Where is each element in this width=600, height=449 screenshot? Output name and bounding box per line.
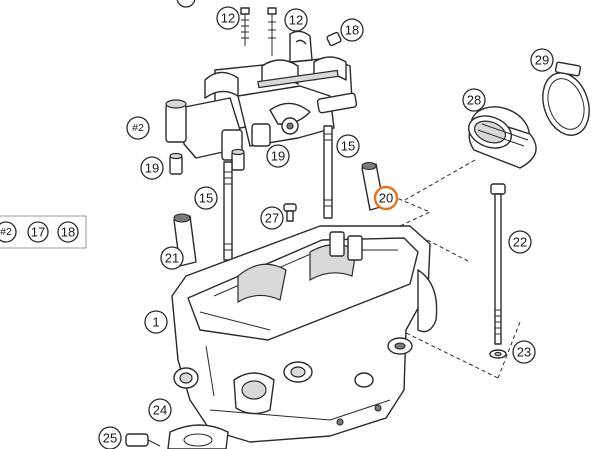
svg-text:27: 27 xyxy=(265,211,279,226)
callout-top-partial xyxy=(176,0,196,8)
callout-25[interactable]: 25 xyxy=(98,426,122,449)
callout-22[interactable]: 22 xyxy=(508,230,532,254)
callout-20[interactable]: 20 xyxy=(373,185,399,211)
callout-15a[interactable]: 15 xyxy=(336,134,360,158)
dowel-sleeves xyxy=(169,148,245,175)
svg-text:19: 19 xyxy=(271,149,285,164)
callout-21[interactable]: 21 xyxy=(160,246,184,270)
svg-text:18: 18 xyxy=(345,23,359,38)
svg-text:28: 28 xyxy=(467,93,481,108)
svg-text:#2: #2 xyxy=(132,122,144,134)
callout-24[interactable]: 24 xyxy=(148,398,172,422)
callout-23[interactable]: 23 xyxy=(512,340,536,364)
callout-1[interactable]: 1 xyxy=(144,310,168,334)
legend-item-2: 17 xyxy=(31,225,45,240)
svg-text:20: 20 xyxy=(379,191,393,206)
svg-text:21: 21 xyxy=(165,251,179,266)
svg-text:12: 12 xyxy=(289,13,303,28)
rocker-assembly xyxy=(165,85,358,161)
svg-text:12: 12 xyxy=(221,11,235,26)
callouts: 12 12 18 29 28 #2 19 19 xyxy=(98,6,554,449)
gasket-24 xyxy=(167,424,229,449)
bolts-12 xyxy=(240,7,277,56)
svg-text:23: 23 xyxy=(517,345,531,360)
leader-lines xyxy=(391,159,521,379)
long-bolt-22 xyxy=(489,183,507,359)
svg-text:1: 1 xyxy=(152,315,159,330)
svg-text:22: 22 xyxy=(513,235,527,250)
callout-28[interactable]: 28 xyxy=(462,88,486,112)
svg-text:15: 15 xyxy=(341,139,355,154)
callout-2[interactable]: #2 xyxy=(126,116,150,140)
intake-flange-28 xyxy=(467,106,537,169)
svg-text:25: 25 xyxy=(103,431,117,446)
svg-text:19: 19 xyxy=(145,161,159,176)
callout-12b[interactable]: 12 xyxy=(284,8,308,32)
plug-18 xyxy=(326,31,342,47)
legend-item-3: 18 xyxy=(61,225,75,240)
plug-25 xyxy=(125,433,161,447)
callout-15b[interactable]: 15 xyxy=(194,186,218,210)
callout-19a[interactable]: 19 xyxy=(140,156,164,180)
legend-item-1: #2 xyxy=(0,226,12,238)
svg-text:29: 29 xyxy=(535,53,549,68)
cylinder-head xyxy=(171,225,438,443)
hose-clamp-29 xyxy=(542,61,590,136)
svg-text:24: 24 xyxy=(153,403,167,418)
callout-27[interactable]: 27 xyxy=(260,206,284,230)
legend-box: #2 17 18 xyxy=(0,215,87,249)
callout-19b[interactable]: 19 xyxy=(266,144,290,168)
callout-29[interactable]: 29 xyxy=(530,48,554,72)
callout-12a[interactable]: 12 xyxy=(216,6,240,30)
callout-18[interactable]: 18 xyxy=(340,18,364,42)
screw-27 xyxy=(283,203,297,222)
svg-text:15: 15 xyxy=(199,191,213,206)
